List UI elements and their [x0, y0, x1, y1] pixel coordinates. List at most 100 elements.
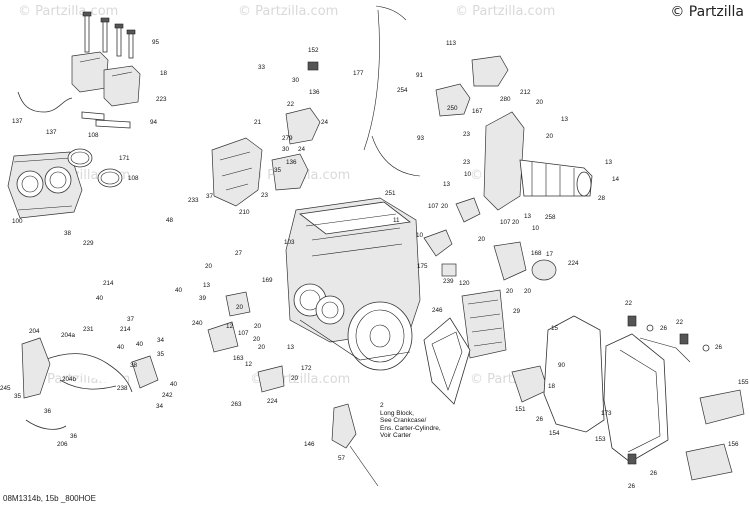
part-number-label: 20: [441, 203, 449, 210]
thermostat-housing: [21, 337, 51, 399]
part-number-label: 10: [532, 225, 540, 232]
part-number-label: 18: [160, 70, 168, 77]
part-number-label: 107: [238, 330, 249, 337]
sensor-151: [511, 365, 549, 403]
part-number-label: 37: [206, 193, 214, 200]
bracket-280: [471, 55, 509, 87]
part-number-label: 20: [546, 133, 554, 140]
part-number-label: 108: [128, 175, 139, 182]
copyright-text: © Partzilla: [670, 4, 744, 20]
part-number-label: 10: [416, 232, 424, 239]
part-number-label: 153: [595, 436, 606, 443]
part-number-label: 40: [136, 341, 144, 348]
ignition-coils: [71, 51, 141, 107]
part-number-label: 30: [292, 77, 300, 84]
part-number-label: 30: [282, 146, 290, 153]
part-number-label: 10: [464, 171, 472, 178]
part-number-label: 245: [0, 385, 11, 392]
part-number-label: 93: [417, 135, 425, 142]
part-number-label: 26: [660, 325, 668, 332]
note-line: Ens. Carter-Cylindre,: [380, 424, 441, 432]
part-number-label: 242: [162, 392, 173, 399]
part-number-label: 239: [443, 278, 454, 285]
part-number-label: 22: [287, 101, 295, 108]
part-number-label: 204b: [62, 376, 77, 383]
part-number-label: 26: [715, 344, 723, 351]
bracket-246: [423, 317, 471, 405]
part-number-label: 137: [12, 118, 23, 125]
part-number-label: 23: [463, 131, 471, 138]
part-number-label: 136: [286, 159, 297, 166]
part-number-label: 214: [120, 326, 131, 333]
clips: [627, 315, 710, 465]
part-number-label: 20: [524, 288, 532, 295]
part-number-label: 39: [199, 295, 207, 302]
part-number-label: 36: [70, 433, 78, 440]
part-number-label: 17: [546, 251, 554, 258]
part-number-label: 233: [188, 197, 199, 204]
part-number-label: 20: [205, 263, 213, 270]
part-number-label: 168: [531, 250, 542, 257]
ecu-module: [461, 289, 507, 359]
part-number-label: 37: [127, 316, 135, 323]
part-number-label: 177: [353, 70, 364, 77]
part-number-label: 20: [478, 236, 486, 243]
part-number-label: 100: [12, 218, 23, 225]
part-number-label: 263: [231, 401, 242, 408]
diagram-code: 08M1314b, 15b _800HOE: [3, 494, 96, 503]
part-number-label: 113: [446, 40, 457, 47]
part-number-label: 38: [64, 230, 72, 237]
long-block-note: 2 Long Block, See Crankcase/ Ens. Carter…: [380, 402, 441, 440]
part-number-label: 154: [549, 430, 560, 437]
part-number-label: 24: [321, 119, 329, 126]
part-number-label: 13: [561, 116, 569, 123]
small-brackets: [131, 291, 285, 393]
part-number-label: 214: [103, 280, 114, 287]
part-number-label: 224: [568, 260, 579, 267]
note-line: 2: [380, 402, 384, 409]
part-number-label: 251: [385, 190, 396, 197]
part-number-label: 246: [432, 307, 443, 314]
part-number-label: 13: [443, 181, 451, 188]
part-number-label: 238: [117, 385, 128, 392]
part-drawings: [7, 5, 745, 487]
insulation-pads: [685, 389, 745, 481]
part-number-label: 163: [233, 355, 244, 362]
part-number-label: 26: [536, 416, 544, 423]
part-number-label: 34: [157, 337, 165, 344]
note-line: Long Block,: [380, 409, 414, 417]
part-number-label: 206: [57, 441, 68, 448]
part-number-label: 152: [308, 47, 319, 54]
part-number-label: 136: [309, 89, 320, 96]
part-number-label: 223: [156, 96, 167, 103]
part-number-label: 35: [157, 351, 165, 358]
part-number-label: 258: [545, 214, 556, 221]
part-number-label: 155: [738, 379, 749, 386]
bracket-210: [211, 137, 263, 207]
bolt-set-95: [82, 11, 136, 59]
part-number-label: 36: [44, 408, 52, 415]
part-number-label: 212: [520, 89, 531, 96]
note-line: See Crankcase/: [380, 417, 427, 425]
part-number-label: 173: [601, 410, 612, 417]
throttle-body: [7, 151, 83, 219]
part-number-label: 13: [287, 344, 295, 351]
part-number-label: 108: [88, 132, 99, 139]
part-number-label: 11: [393, 217, 400, 224]
part-number-label: 20: [512, 219, 520, 226]
part-number-label: 95: [152, 39, 160, 46]
part-number-label: 24: [298, 146, 306, 153]
part-number-label: 27: [235, 250, 243, 257]
part-number-label: 169: [262, 277, 273, 284]
note-line: Voir Carter: [380, 432, 412, 440]
part-number-label: 21: [254, 119, 262, 126]
watermark: © Partzilla.com: [455, 4, 556, 19]
part-number-label: 34: [156, 403, 164, 410]
part-number-label: 229: [83, 240, 94, 247]
part-number-label: 204: [29, 328, 40, 335]
part-number-label: 40: [175, 287, 183, 294]
part-number-label: 28: [598, 195, 606, 202]
